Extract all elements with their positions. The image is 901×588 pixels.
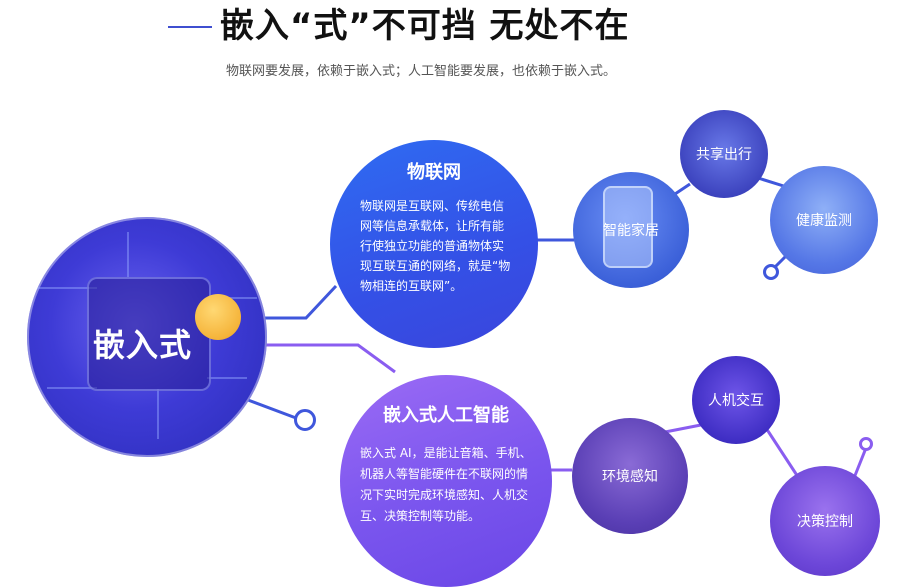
- page-subtitle: 物联网要发展，依赖于嵌入式；人工智能要发展，也依赖于嵌入式。: [226, 64, 617, 79]
- health-monitor-circle: 健康监测: [770, 166, 878, 274]
- phone-icon: [603, 186, 653, 268]
- pin-ring-health: [763, 264, 779, 280]
- embedded-circle: 嵌入式: [27, 217, 267, 457]
- health-monitor-label: 健康监测: [796, 213, 852, 229]
- smart-home-circle: 智能家居: [573, 172, 689, 288]
- shared-travel-circle: 共享出行: [680, 110, 768, 198]
- pin-ring-main: [294, 409, 316, 431]
- chip-illustration: [87, 277, 211, 391]
- env-perception-circle: 环境感知: [572, 418, 688, 534]
- connector-main-pin: [247, 398, 297, 420]
- connector-decide-pin: [852, 447, 868, 479]
- ai-circle: 嵌入式人工智能 嵌入式 AI，是能让音箱、手机、机器人等智能硬件在不联网的情况下…: [340, 375, 552, 587]
- orange-dot-decoration: [195, 294, 241, 340]
- env-perception-label: 环境感知: [602, 469, 658, 485]
- connector-main-ai: [262, 343, 396, 374]
- title-decoration-line: [168, 26, 212, 28]
- iot-title: 物联网: [407, 162, 461, 183]
- iot-circle: 物联网 物联网是互联网、传统电信网等信息承载体，让所有能行使独立功能的普通物体实…: [330, 140, 538, 348]
- connector-main-iot: [262, 284, 338, 320]
- smart-home-label: 智能家居: [603, 223, 659, 239]
- decision-control-circle: 决策控制: [770, 466, 880, 576]
- ai-description: 嵌入式 AI，是能让音箱、手机、机器人等智能硬件在不联网的情况下实时完成环境感知…: [360, 446, 532, 523]
- iot-description: 物联网是互联网、传统电信网等信息承载体，让所有能行使独立功能的普通物体实现互联互…: [360, 199, 511, 293]
- ai-title: 嵌入式人工智能: [383, 405, 509, 426]
- decision-control-label: 决策控制: [797, 514, 853, 530]
- shared-travel-label: 共享出行: [696, 147, 752, 163]
- page-title: 嵌入“式”不可挡 无处不在: [220, 6, 630, 46]
- connector-hci-decide: [764, 427, 802, 481]
- pin-ring-decide: [859, 437, 873, 451]
- hci-label: 人机交互: [708, 393, 764, 409]
- embedded-label: 嵌入式: [93, 326, 193, 364]
- hci-circle: 人机交互: [692, 356, 780, 444]
